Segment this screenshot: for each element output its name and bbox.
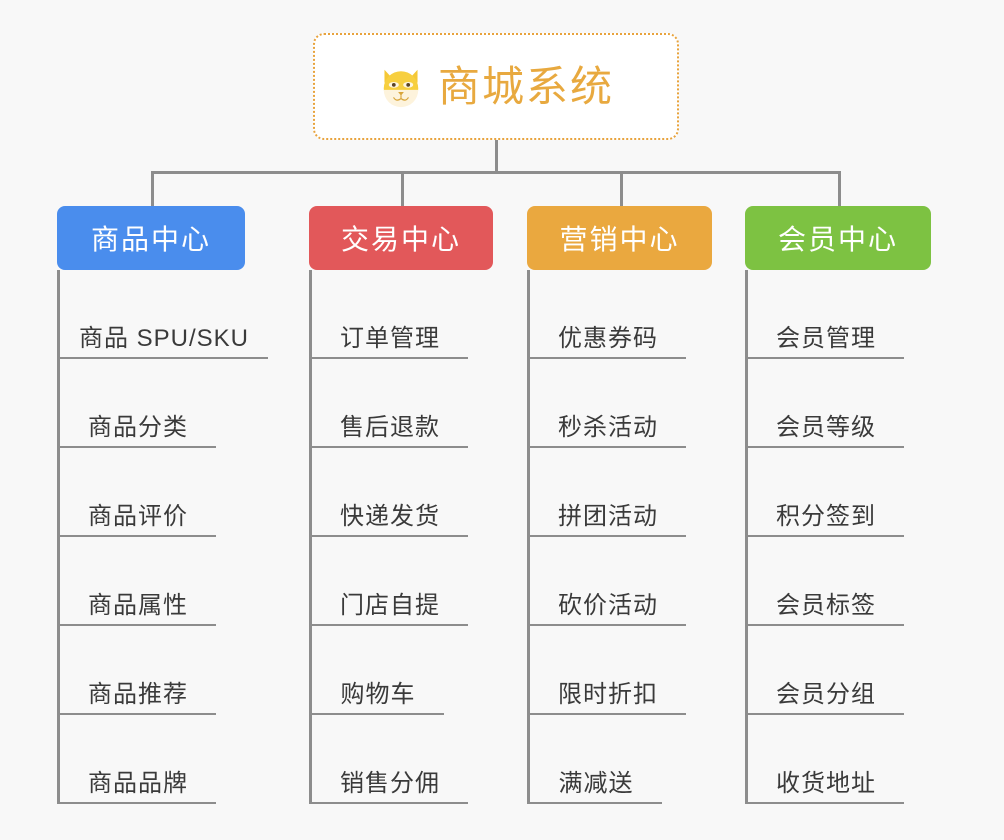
list-item[interactable]: 满减送 bbox=[530, 715, 662, 804]
list-item[interactable]: 售后退款 bbox=[312, 359, 468, 448]
list-item-label: 会员分组 bbox=[776, 680, 876, 708]
shiba-dog-face-icon bbox=[378, 64, 424, 110]
list-item[interactable]: 积分签到 bbox=[748, 448, 904, 537]
list-item-label: 限时折扣 bbox=[558, 680, 658, 708]
list-item[interactable]: 砍价活动 bbox=[530, 537, 686, 626]
category-header-1[interactable]: 商品中心 bbox=[57, 206, 245, 270]
root-node[interactable]: 商城系统 bbox=[313, 33, 679, 140]
list-item[interactable]: 购物车 bbox=[312, 626, 444, 715]
category-header-3[interactable]: 营销中心 bbox=[527, 206, 712, 270]
list-item-label: 收货地址 bbox=[776, 769, 876, 797]
category-column-2: 交易中心订单管理售后退款快递发货门店自提购物车销售分佣 bbox=[309, 206, 493, 804]
category-items-2: 订单管理售后退款快递发货门店自提购物车销售分佣 bbox=[309, 270, 493, 804]
category-spine-3 bbox=[527, 270, 530, 804]
list-item[interactable]: 商品分类 bbox=[60, 359, 216, 448]
category-header-2[interactable]: 交易中心 bbox=[309, 206, 493, 270]
category-items-1: 商品 SPU/SKU 商品分类商品评价商品属性商品推荐商品品牌 bbox=[57, 270, 268, 804]
list-item-label: 砍价活动 bbox=[558, 591, 658, 619]
list-item[interactable]: 秒杀活动 bbox=[530, 359, 686, 448]
list-item-label: 拼团活动 bbox=[558, 502, 658, 530]
list-item-label: 商品品牌 bbox=[88, 769, 188, 797]
category-column-1: 商品中心商品 SPU/SKU 商品分类商品评价商品属性商品推荐商品品牌 bbox=[57, 206, 268, 804]
root-title: 商城系统 bbox=[437, 62, 614, 110]
list-item-label: 秒杀活动 bbox=[558, 413, 658, 441]
list-item-label: 满减送 bbox=[558, 769, 634, 797]
list-item[interactable]: 商品推荐 bbox=[60, 626, 216, 715]
list-item[interactable]: 商品 SPU/SKU bbox=[60, 270, 268, 359]
list-item[interactable]: 会员管理 bbox=[748, 270, 904, 359]
list-item-label: 门店自提 bbox=[340, 591, 440, 619]
list-item-label: 会员管理 bbox=[776, 324, 876, 352]
list-item-label: 购物车 bbox=[340, 680, 416, 708]
list-item-label: 会员等级 bbox=[776, 413, 876, 441]
category-spine-4 bbox=[745, 270, 748, 804]
category-column-4: 会员中心会员管理会员等级积分签到会员标签会员分组收货地址 bbox=[745, 206, 931, 804]
list-item[interactable]: 收货地址 bbox=[748, 715, 904, 804]
category-header-4[interactable]: 会员中心 bbox=[745, 206, 931, 270]
list-item[interactable]: 订单管理 bbox=[312, 270, 468, 359]
connector-branch-4 bbox=[838, 171, 841, 206]
list-item[interactable]: 拼团活动 bbox=[530, 448, 686, 537]
connector-branch-2 bbox=[401, 171, 404, 206]
list-item-label: 会员标签 bbox=[776, 591, 876, 619]
list-item-label: 售后退款 bbox=[340, 413, 440, 441]
list-item-label: 快递发货 bbox=[340, 502, 440, 530]
list-item[interactable]: 快递发货 bbox=[312, 448, 468, 537]
list-item[interactable]: 销售分佣 bbox=[312, 715, 468, 804]
connector-branch-3 bbox=[620, 171, 623, 206]
list-item-label: 商品分类 bbox=[88, 413, 188, 441]
list-item-label: 订单管理 bbox=[340, 324, 440, 352]
list-item[interactable]: 商品评价 bbox=[60, 448, 216, 537]
list-item[interactable]: 限时折扣 bbox=[530, 626, 686, 715]
list-item-label: 商品评价 bbox=[88, 502, 188, 530]
list-item-label: 优惠券码 bbox=[558, 324, 658, 352]
list-item-label: 商品 SPU/SKU bbox=[78, 324, 250, 352]
list-item[interactable]: 会员标签 bbox=[748, 537, 904, 626]
category-spine-1 bbox=[57, 270, 60, 804]
connector-root-stem bbox=[495, 140, 498, 174]
list-item-label: 商品属性 bbox=[88, 591, 188, 619]
category-items-3: 优惠券码秒杀活动拼团活动砍价活动限时折扣满减送 bbox=[527, 270, 712, 804]
list-item-label: 积分签到 bbox=[776, 502, 876, 530]
category-items-4: 会员管理会员等级积分签到会员标签会员分组收货地址 bbox=[745, 270, 931, 804]
connector-horizontal-bus bbox=[151, 171, 841, 174]
list-item-label: 商品推荐 bbox=[88, 680, 188, 708]
connector-branch-1 bbox=[151, 171, 154, 206]
list-item-label: 销售分佣 bbox=[340, 769, 440, 797]
list-item[interactable]: 门店自提 bbox=[312, 537, 468, 626]
list-item[interactable]: 商品品牌 bbox=[60, 715, 216, 804]
list-item[interactable]: 优惠券码 bbox=[530, 270, 686, 359]
list-item[interactable]: 会员等级 bbox=[748, 359, 904, 448]
list-item[interactable]: 会员分组 bbox=[748, 626, 904, 715]
category-column-3: 营销中心优惠券码秒杀活动拼团活动砍价活动限时折扣满减送 bbox=[527, 206, 712, 804]
list-item[interactable]: 商品属性 bbox=[60, 537, 216, 626]
category-spine-2 bbox=[309, 270, 312, 804]
